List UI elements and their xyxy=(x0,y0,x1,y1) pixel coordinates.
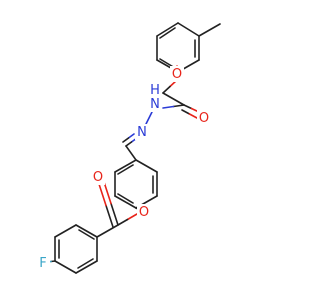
o-carbonyl-bond xyxy=(117,218,129,226)
carbonyl-ring-bond xyxy=(96,224,119,238)
ring3-bond xyxy=(75,224,98,238)
amide-co-bond-b xyxy=(181,109,191,115)
fluorine-bg xyxy=(36,255,50,271)
ring3-inner-bond xyxy=(77,258,94,269)
ester-oxygen-bg xyxy=(137,204,151,220)
atom-label-layer: O O H N N O O F xyxy=(36,66,211,271)
imine-bond-a xyxy=(125,141,133,147)
ring1-bond xyxy=(177,22,200,37)
molecule-structure: O O H N N O O F xyxy=(36,22,221,274)
n-n-bond xyxy=(145,111,153,125)
amide-nitrogen-bg xyxy=(148,88,162,112)
fluorine-label: F xyxy=(39,256,46,271)
amide-cn-bond xyxy=(172,104,185,108)
amide-cn-bond xyxy=(162,105,175,109)
ring1-bond xyxy=(156,22,179,37)
methyl-bond xyxy=(198,23,221,37)
ring3-bond xyxy=(75,260,98,274)
amide-co-bond-a xyxy=(183,104,193,110)
carbonyl-oxygen-label: O xyxy=(93,170,103,185)
amide-nitrogen-label: N xyxy=(150,97,160,112)
ring3-inner-bond xyxy=(78,229,95,240)
bond-layer xyxy=(46,22,221,274)
ester-co-bond-b xyxy=(105,204,114,228)
ether-ch2-bond xyxy=(162,85,171,94)
ring2-inner-bond xyxy=(117,193,134,204)
ether-oxygen-bg xyxy=(170,66,184,82)
imine-nitrogen-label: N xyxy=(137,125,147,140)
imine-nitrogen-bg xyxy=(135,124,149,140)
ring1-inner-bond xyxy=(159,27,176,39)
amide-oxygen-bg xyxy=(197,110,211,126)
imine-bond-b xyxy=(122,137,130,143)
ring2-bond xyxy=(114,195,137,209)
ch2-carbonyl-bond xyxy=(162,92,185,106)
ring2-bond xyxy=(135,159,158,173)
imine-bond-b xyxy=(127,133,135,139)
ester-co-bond-a xyxy=(110,202,119,226)
ester-co-bond-a xyxy=(103,181,112,205)
structure-canvas: O O H N N O O F xyxy=(36,22,221,274)
ring2-inner-bond xyxy=(117,164,134,175)
ether-oxygen-label: O xyxy=(172,67,182,82)
ester-co-bond-b xyxy=(98,183,107,207)
ring3-bond xyxy=(54,224,77,238)
ch-ring-bond xyxy=(125,145,137,161)
carbonyl-oxygen-bg xyxy=(91,169,105,185)
ester-oxygen-label: O xyxy=(139,205,149,220)
amide-co-bond-b xyxy=(188,113,198,119)
amide-h-label: H xyxy=(150,83,160,98)
amide-oxygen-label: O xyxy=(199,111,209,126)
ring2-bond xyxy=(114,159,137,173)
ring3-bond xyxy=(54,260,77,274)
o-carbonyl-bond xyxy=(126,213,138,221)
